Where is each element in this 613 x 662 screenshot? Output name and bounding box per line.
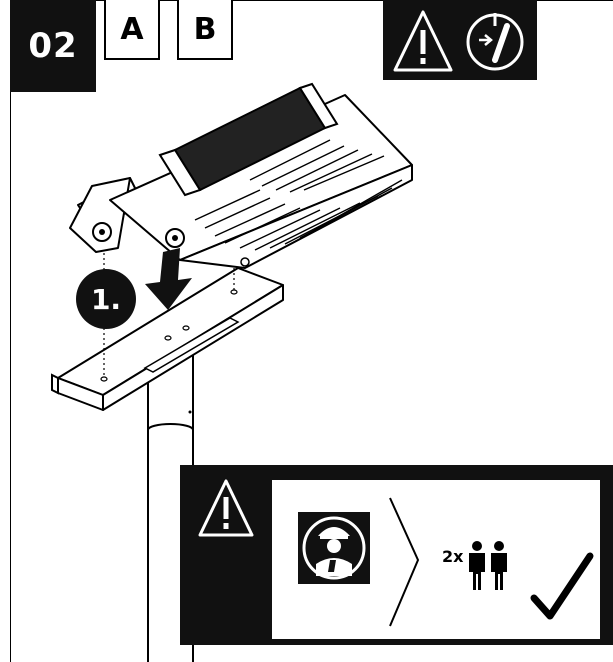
safety-warning-icons — [393, 10, 524, 72]
notice-icons — [298, 497, 594, 627]
power-switch-off-icon — [466, 13, 524, 71]
qualified-technician-icon — [298, 512, 370, 584]
frame-top-border — [10, 0, 613, 1]
safety-warning-panel — [383, 0, 537, 80]
variant-a-label: A — [104, 0, 160, 60]
checkmark-icon — [530, 552, 594, 620]
persons-required-label: 2x — [442, 547, 464, 566]
chevron-separator-icon — [389, 497, 420, 627]
sub-step-marker: 1. — [76, 269, 136, 329]
installation-notice-box: 2x — [180, 465, 613, 645]
variant-b-label: B — [177, 0, 233, 60]
down-arrow-icon — [145, 248, 192, 310]
notice-warning-icon-area — [198, 479, 254, 537]
two-persons-icon — [469, 541, 507, 590]
mounting-bracket — [51, 267, 284, 411]
warning-triangle-icon — [198, 479, 254, 537]
notice-content-panel: 2x — [272, 480, 600, 639]
luminaire — [69, 82, 413, 269]
step-number-badge: 02 — [10, 0, 96, 92]
frame-left-border — [10, 92, 11, 662]
warning-triangle-icon — [393, 10, 453, 72]
